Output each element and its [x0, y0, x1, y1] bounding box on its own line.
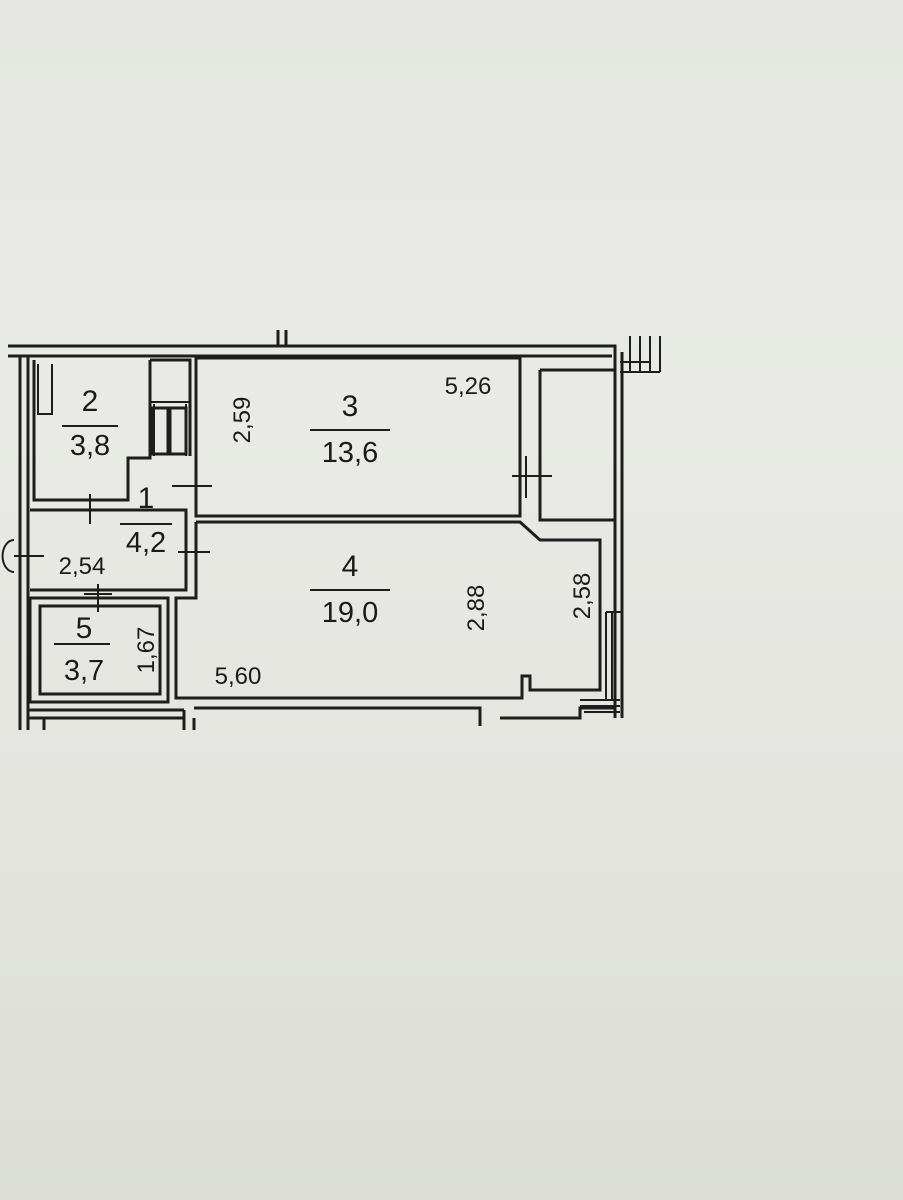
room-1-area: 4,2: [126, 527, 166, 559]
room-3-number: 3: [342, 390, 359, 423]
room-1-width-dimension: 2,54: [59, 553, 106, 580]
room-3-width-dimension: 5,26: [445, 373, 492, 400]
room-2-number: 2: [82, 385, 99, 418]
room-5-walls: [28, 584, 170, 704]
room-4-height-dimension: 2,88: [463, 585, 490, 632]
fraction-lines: [54, 425, 390, 645]
room-2-walls: [32, 358, 192, 502]
room-5-height-dimension: 1,67: [133, 627, 160, 674]
room-4-area: 19,0: [322, 597, 378, 629]
room-4-walls: [174, 520, 602, 700]
room-4-number: 4: [342, 550, 359, 583]
room-3-area: 13,6: [322, 437, 378, 469]
room-5-number: 5: [76, 612, 93, 645]
room-1-number: 1: [138, 482, 155, 515]
room-4-width-dimension: 5,60: [215, 663, 262, 690]
niche-walls: [538, 368, 614, 522]
room-5-area: 3,7: [64, 655, 104, 687]
room-3-height-dimension: 2,59: [229, 397, 256, 444]
room-2-area: 3,8: [70, 430, 110, 462]
balcony-height-dimension: 2,58: [569, 573, 596, 620]
room-1-walls: [1, 494, 210, 592]
outer-walls: [8, 330, 661, 730]
